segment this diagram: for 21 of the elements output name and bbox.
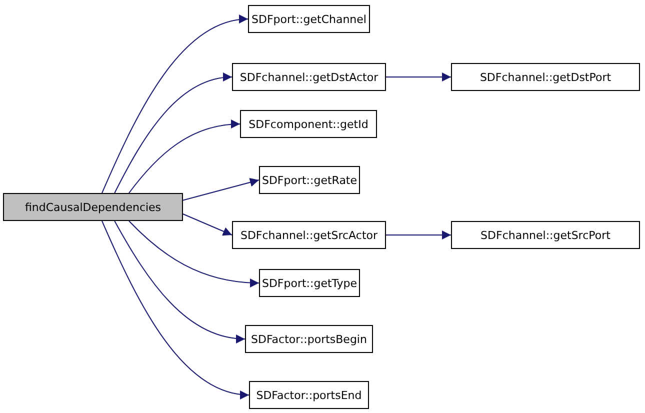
call-arrow [128, 120, 240, 194]
call-arrow [114, 220, 246, 343]
call-arrow [386, 230, 452, 240]
callee-node: SDFcomponent::getId [240, 110, 377, 138]
callee-node: SDFchannel::getSrcActor [232, 221, 386, 249]
function-node: findCausalDependencies [3, 193, 183, 221]
callee-node: SDFchannel::getDstPort [451, 63, 640, 91]
call-arrow [114, 73, 232, 194]
callee-node: SDFport::getChannel [248, 5, 370, 33]
call-arrow [128, 220, 260, 288]
call-arrow [386, 72, 452, 82]
callee-node: SDFchannel::getDstActor [232, 63, 386, 91]
call-arrow [182, 178, 260, 201]
callee-node: SDFport::getRate [259, 166, 360, 194]
call-arrow [102, 220, 250, 398]
callee-node: SDFactor::portsBegin [245, 325, 373, 353]
call-arrow [182, 214, 232, 236]
callee-node: SDFport::getType [259, 269, 360, 297]
call-arrow [102, 16, 248, 194]
callee-node: SDFactor::portsEnd [249, 381, 369, 409]
callee-node: SDFchannel::getSrcPort [451, 221, 640, 249]
